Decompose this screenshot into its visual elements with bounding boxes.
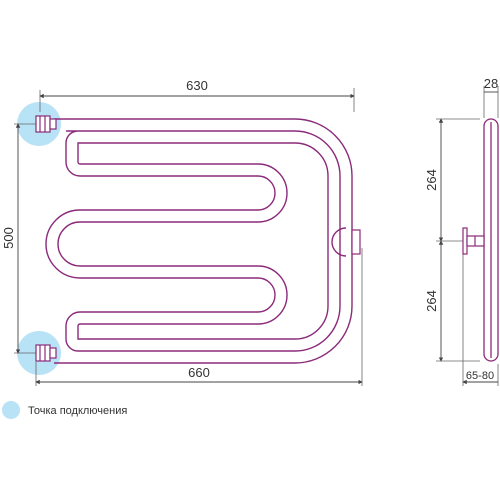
legend-label: Точка подключения bbox=[28, 405, 127, 417]
dimension-lines bbox=[15, 93, 363, 385]
legend-connection-icon bbox=[2, 401, 20, 419]
side-dimension-lines bbox=[438, 91, 498, 385]
front-view: 630 500 660 bbox=[1, 78, 363, 386]
dim-width-top: 630 bbox=[186, 78, 208, 93]
wall-bracket bbox=[331, 227, 347, 257]
side-bracket bbox=[462, 227, 485, 255]
wall-bracket-plate bbox=[351, 229, 361, 255]
pipe-serpentine-edge bbox=[57, 142, 329, 340]
nut-fitting-top bbox=[35, 115, 57, 133]
dim-width-bottom: 660 bbox=[188, 365, 210, 380]
dim-depth: 28 bbox=[484, 76, 498, 91]
dim-height: 500 bbox=[1, 227, 16, 249]
dim-upper-half: 264 bbox=[424, 169, 439, 191]
pipe-inner-edge bbox=[45, 130, 341, 352]
legend: Точка подключения bbox=[2, 401, 127, 419]
dim-lower-half: 264 bbox=[424, 290, 439, 312]
side-pipe bbox=[483, 118, 499, 362]
pipe-outer-edge bbox=[54, 118, 353, 364]
nut-fitting-bottom bbox=[35, 344, 57, 362]
pipe bbox=[45, 118, 353, 364]
dim-wall-distance: 65-80 bbox=[466, 370, 494, 382]
side-view: 28 264 264 65-80 bbox=[424, 76, 499, 386]
